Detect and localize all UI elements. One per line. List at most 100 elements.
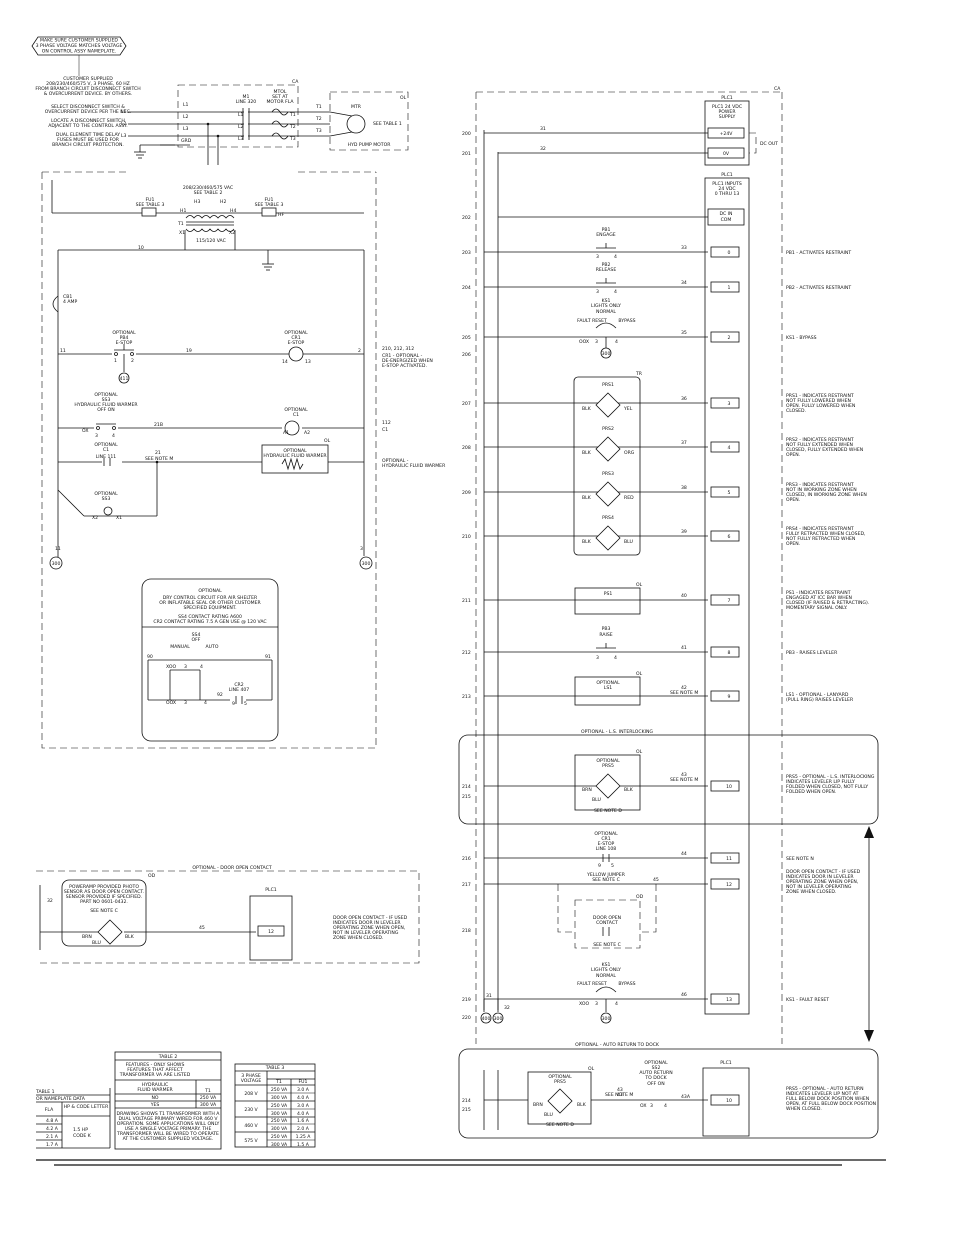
- sensor-label: LS1: [604, 685, 612, 691]
- terminal-label: L1: [238, 112, 244, 118]
- wire-color: BLU: [544, 1112, 553, 1118]
- table-cell: 4.0 A: [297, 1111, 310, 1117]
- description-text: NOT FULLY LOWERED WHEN: [786, 398, 851, 404]
- fuse-label: FU1: [146, 197, 155, 203]
- plc-label: PLC1: [721, 95, 733, 101]
- table-header: FLA: [45, 1107, 54, 1113]
- table-cell: 250 VA: [271, 1087, 288, 1093]
- description-text: PB1 - ACTIVATES RESTRAINT: [786, 250, 851, 256]
- description-text: INDICATES LEVELER LIP FULLY: [786, 779, 855, 785]
- table-cell: 4.8 A: [46, 1118, 59, 1124]
- device-label: OPTIONAL: [284, 330, 308, 336]
- wire-label: 92: [217, 692, 223, 698]
- description-text: DOOR OPEN CONTACT - IF USED: [786, 869, 861, 875]
- sensor-label: PRS5: [554, 1079, 566, 1085]
- table-note: AT THE CUSTOMER SUPPLIED VOLTAGE.: [123, 1136, 214, 1142]
- description-text: OPEN. FULLY LOWERED WHEN: [786, 403, 855, 409]
- table-cell: 1.7 A: [46, 1142, 59, 1148]
- wire-number: 44: [681, 851, 687, 857]
- plc-input-number: 2: [728, 335, 731, 341]
- terminal-label: 3: [596, 254, 599, 260]
- device-tag: OD: [148, 873, 156, 879]
- plc-label: 24 VDC: [718, 186, 735, 192]
- fuse-label: SEE TABLE 3: [255, 202, 284, 208]
- table-3: TABLE 3 3 PHASE VOLTAGE T1 FU1 208 V 250…: [234, 1063, 316, 1148]
- overload-label: OL: [324, 438, 331, 444]
- dry-contact-title: OPTIONAL: [198, 588, 222, 594]
- table-cell: 250 VA: [271, 1134, 288, 1140]
- wire-number: 36: [681, 396, 687, 402]
- overload-label: OL: [636, 671, 643, 677]
- terminal-label: 4: [204, 700, 207, 706]
- page-border: [36, 1159, 886, 1166]
- switch-position: AUTO: [206, 644, 219, 650]
- winding-label: H4: [230, 208, 236, 214]
- wire-label: 21: [155, 450, 161, 456]
- rung-number: 219: [462, 997, 471, 1003]
- device-label: OPTIONAL: [112, 330, 136, 336]
- transformer-label: T1: [177, 221, 184, 227]
- power-circuit: L1 L2 L3 CA OL L1 L2 L3 GRD M1 LINE 320 …: [121, 79, 409, 165]
- table-subtitle: OR NAMEPLATE DATA: [36, 1096, 86, 1102]
- device-label: AUTO RETURN: [639, 1070, 672, 1076]
- switch-position: OFF ON: [647, 1081, 664, 1087]
- wire-color: ORG: [624, 450, 635, 456]
- disconnect-note-line: FUSES MUST BE USED FOR: [57, 137, 120, 143]
- terminal-label: 3: [95, 433, 98, 439]
- switch-position: FAULT RESET: [577, 318, 607, 324]
- rung-number: 212: [462, 650, 471, 656]
- plc-circuit: CA PLC1 PLC1 24 VDC POWER SUPPLY +24V 0V…: [458, 86, 879, 1113]
- switch-position: XOO: [166, 664, 176, 670]
- description-text: (PULL RING) RAISES LEVELER: [786, 697, 854, 703]
- description-text: OPEN.: [786, 452, 800, 458]
- terminal-label: T1: [289, 112, 296, 118]
- wire-color: YEL: [623, 406, 633, 412]
- device-label: DOOR OPEN: [593, 915, 621, 921]
- terminal-label: T2: [315, 116, 322, 122]
- wire-number: 42: [681, 685, 687, 691]
- rung-number: 220: [462, 1015, 471, 1021]
- table-cell: 300 VA: [271, 1095, 288, 1101]
- wire-number: 34: [681, 280, 687, 286]
- description-text: SEE NOTE N: [786, 856, 814, 862]
- wire-color: BLU: [92, 940, 101, 946]
- description-text: PB3 - RAISES LEVELER: [786, 650, 838, 656]
- terminal-label: 1: [114, 358, 117, 364]
- supply-note-line: 208/230/460/575 V, 3 PHASE, 60 HZ: [46, 81, 130, 87]
- description-text: CLOSED, FULLY EXTENDED WHEN: [786, 447, 863, 453]
- description-text: NOT IN LEVELER OPERATING: [786, 884, 852, 890]
- plc-label: DC OUT: [760, 141, 778, 147]
- terminal-label: 3: [184, 664, 187, 670]
- dry-contact-text: SPECIFIED EQUIPMENT.: [183, 605, 236, 611]
- annotation: E-STOP ACTIVATED.: [382, 363, 427, 369]
- wire-number: 43A: [681, 1094, 691, 1100]
- reference-label: 300: [602, 351, 611, 357]
- description-text: PRS5 - OPTIONAL - AUTO RETURN: [786, 1086, 864, 1092]
- note-reference: SEE NOTE M: [145, 456, 173, 462]
- table-1: TABLE 1 OR NAMEPLATE DATA FLA HP & CODE …: [35, 1088, 111, 1149]
- overload-label: OL: [636, 582, 643, 588]
- device-label: C1: [103, 447, 109, 453]
- dry-contact-text: SS4 CONTACT RATING A600: [178, 614, 242, 620]
- plc-terminal: 0V: [723, 151, 730, 157]
- breaker-label: 4 AMP: [63, 299, 77, 305]
- mtol-label: SET AT: [272, 94, 288, 100]
- table-header: VOLTAGE: [241, 1078, 262, 1084]
- supply-note: CUSTOMER SUPPLIED 208/230/460/575 V, 3 P…: [35, 76, 140, 148]
- switch-position: MANUAL: [170, 644, 190, 650]
- device-label: CR1: [291, 335, 300, 341]
- supply-note-line: FROM BRANCH CIRCUIT DISCONNECT SWITCH: [35, 86, 140, 92]
- plc-terminal: +24V: [720, 131, 734, 137]
- phase-label: L1: [121, 109, 127, 115]
- description-text: OPEN.: [786, 541, 800, 547]
- enclosure-label: CA: [292, 79, 299, 85]
- wire-color: BRN: [582, 787, 592, 793]
- wire-number: 46: [681, 992, 687, 998]
- disconnect-note-line: OVERCURRENT DEVICE PER THE NEC.: [45, 109, 132, 115]
- terminal-label: 4: [112, 433, 115, 439]
- description-text: LS1 - OPTIONAL - LANYARD: [786, 692, 849, 698]
- wire-color: BRN: [533, 1102, 543, 1108]
- optional-section-title: OPTIONAL - L.S. INTERLOCKING: [581, 729, 653, 735]
- wire-label: 3: [360, 546, 363, 552]
- wire-color: BLK: [125, 934, 135, 940]
